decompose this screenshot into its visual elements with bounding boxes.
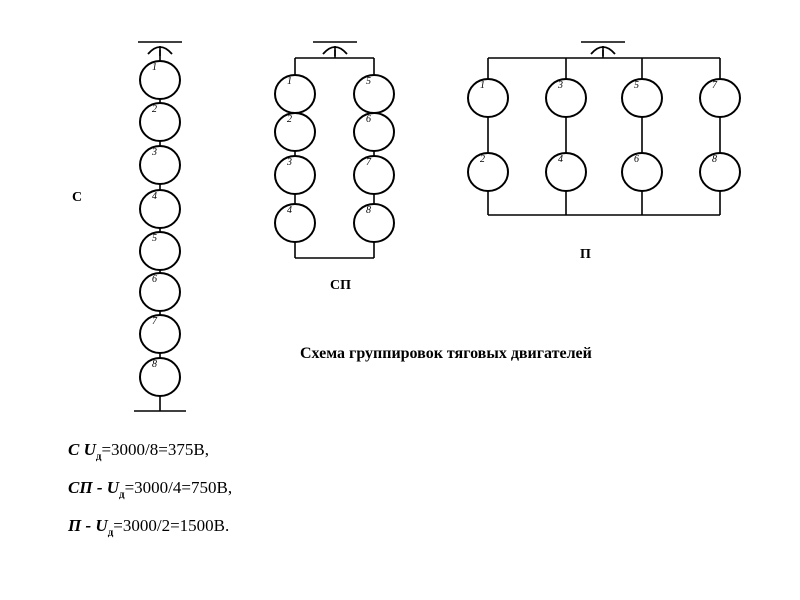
series-motor (139, 145, 181, 185)
motor-number: 5 (634, 80, 639, 91)
parallel-label: П (580, 247, 591, 262)
series-parallel-motor (274, 74, 316, 114)
motor-number: 3 (286, 157, 292, 168)
series-parallel-motor (274, 155, 316, 195)
parallel-motor (467, 152, 509, 192)
parallel-motor (699, 78, 741, 118)
motor-number: 6 (366, 114, 371, 125)
formula-series-parallel: СП - Uд=3000/4=750В, (68, 478, 232, 500)
motor-number: 1 (152, 62, 157, 73)
formula-sep: - (92, 478, 107, 497)
formula-sep: - (81, 516, 96, 535)
formula-parallel: П - Uд=3000/2=1500В. (68, 516, 229, 538)
formula-sub: д (107, 526, 114, 539)
parallel-motor (621, 78, 663, 118)
formula-sub: д (95, 450, 102, 463)
motor-number: 3 (151, 147, 157, 158)
motor-number: 5 (366, 76, 371, 87)
series-motor (139, 60, 181, 100)
motor-number: 4 (152, 191, 157, 202)
parallel-motor (467, 78, 509, 118)
series-parallel-motor (353, 112, 395, 152)
motor-number: 8 (152, 359, 157, 370)
motor-number: 2 (287, 114, 292, 125)
motor-number: 1 (480, 80, 485, 91)
motor-number: 1 (287, 76, 292, 87)
parallel-motor (621, 152, 663, 192)
formula-mode: П (68, 516, 82, 535)
motor-number: 6 (634, 154, 639, 165)
formula-value: =3000/2=1500В. (113, 516, 230, 535)
formula-value: =3000/8=375В, (101, 440, 209, 459)
motor-number: 8 (366, 205, 371, 216)
series-motor (139, 357, 181, 397)
series-parallel-motor (274, 203, 316, 243)
motor-number: 7 (712, 80, 718, 91)
motor-number: 6 (152, 274, 157, 285)
series-parallel-motor (274, 112, 316, 152)
series-motor (139, 189, 181, 229)
motor-number: 7 (152, 316, 158, 327)
series-parallel-motor (353, 203, 395, 243)
motor-number: 3 (557, 80, 563, 91)
motor-number: 4 (558, 154, 563, 165)
motor-number: 2 (480, 154, 485, 165)
formula-sub: д (119, 488, 125, 501)
formula-value: =3000/4=750В, (124, 478, 233, 497)
series-parallel-motor (353, 155, 395, 195)
series-parallel-label: СП (330, 278, 351, 293)
motor-number: 4 (287, 205, 292, 216)
formula-series: С Uд=3000/8=375В, (68, 440, 209, 462)
formula-u: U (95, 516, 108, 535)
series-motor (139, 272, 181, 312)
motor-number: 2 (152, 104, 157, 115)
series-motor (139, 231, 181, 271)
series-motor (139, 102, 181, 142)
motor-number: 5 (152, 233, 157, 244)
series-motor (139, 314, 181, 354)
diagram-title: Схема группировок тяговых двигателей (300, 345, 592, 362)
series-parallel-motor (353, 74, 395, 114)
formula-mode: СП (68, 478, 93, 497)
series-label: С (72, 190, 83, 205)
formula-u: U (83, 440, 96, 459)
motor-number: 8 (712, 154, 717, 165)
parallel-motor (545, 152, 587, 192)
formula-mode: С (68, 440, 84, 459)
motor-number: 7 (366, 157, 372, 168)
parallel-motor (699, 152, 741, 192)
parallel-motor (545, 78, 587, 118)
formula-u: U (106, 478, 120, 497)
